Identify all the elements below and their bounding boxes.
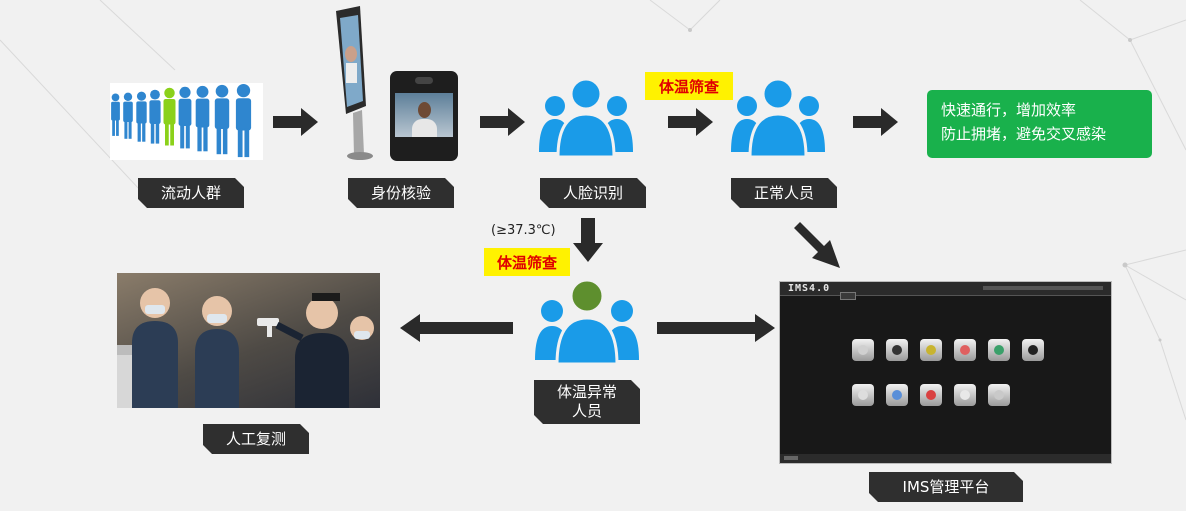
abnormal-line1: 体温异常 <box>556 383 617 401</box>
result-line2: 防止拥堵，避免交叉感染 <box>941 125 1107 143</box>
ims-app-icon <box>852 384 874 406</box>
ims-app-icon <box>920 339 942 361</box>
people-queue-icon <box>111 83 252 158</box>
ims-footer <box>780 454 1111 463</box>
ims-app-icon <box>1022 339 1044 361</box>
crowd-queue-image <box>110 83 263 160</box>
label-abnormal-person: 体温异常 人员 <box>534 380 640 424</box>
ims-logo: IMS4.0 <box>788 283 831 294</box>
retest-scene-icon <box>117 288 374 408</box>
label-face-recognition: 人脸识别 <box>540 178 646 208</box>
ims-app-icon <box>852 339 874 361</box>
face-device <box>390 71 458 161</box>
arrow-left-icon <box>400 314 513 342</box>
face-terminal-stand <box>336 6 373 160</box>
arrow-right-icon <box>657 314 775 342</box>
arrow-right-icon <box>853 108 898 136</box>
arrow-right-icon <box>480 108 525 136</box>
manual-retest-photo <box>117 273 380 408</box>
people-group-icon-face <box>539 77 633 157</box>
ims-tab <box>840 292 856 300</box>
people-group-icon-normal <box>731 77 825 157</box>
temp-threshold: (≥37.3℃) <box>491 223 556 238</box>
label-manual-retest: 人工复测 <box>203 424 309 454</box>
ims-app-icon <box>886 339 908 361</box>
ims-app-icon <box>954 384 976 406</box>
device-screen <box>395 93 453 137</box>
arrow-down-icon <box>573 218 603 262</box>
temp-screen-badge-top: 体温筛查 <box>645 72 733 100</box>
ims-app-icon <box>886 384 908 406</box>
ims-screen: IMS4.0 <box>779 281 1112 464</box>
ims-app-icon <box>954 339 976 361</box>
ims-titlebar: IMS4.0 <box>780 282 1111 296</box>
ims-app-icon <box>920 384 942 406</box>
ims-app-icon <box>988 339 1010 361</box>
result-box: 快速通行，增加效率 防止拥堵，避免交叉感染 <box>927 90 1152 158</box>
label-identity-check: 身份核验 <box>348 178 454 208</box>
arrow-right-icon <box>273 108 318 136</box>
camera-icon <box>415 77 433 84</box>
result-line1: 快速通行，增加效率 <box>941 101 1077 119</box>
label-flow-crowd: 流动人群 <box>138 178 244 208</box>
ims-status-strip <box>983 286 1103 290</box>
ims-app-icon <box>988 384 1010 406</box>
label-normal-person: 正常人员 <box>731 178 837 208</box>
label-ims-platform: IMS管理平台 <box>869 472 1023 502</box>
arrow-diag-icon <box>794 222 840 268</box>
arrow-right-icon <box>668 108 713 136</box>
abnormal-line2: 人员 <box>571 402 602 420</box>
people-group-icon-abnormal <box>535 278 639 364</box>
temp-screen-badge-mid: 体温筛查 <box>484 248 570 276</box>
